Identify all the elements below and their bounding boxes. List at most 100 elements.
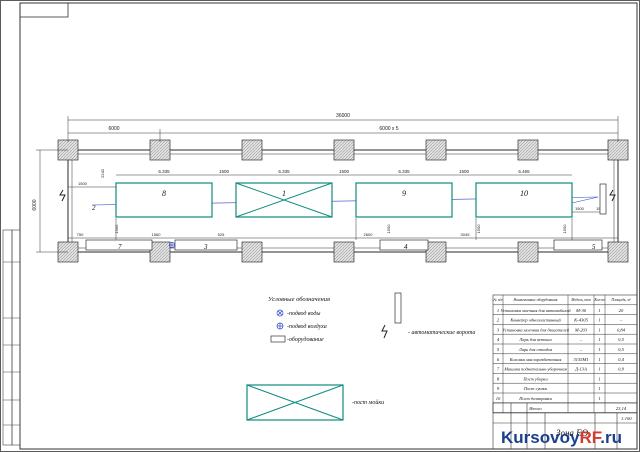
column-top-5 xyxy=(425,139,447,161)
table-cell-r11-c5: 23,14 xyxy=(616,406,627,412)
table-cell-r9-c4: 1 xyxy=(598,386,600,391)
table-header-1: № п/п xyxy=(493,298,503,302)
watermark: KursovoyRF.ru xyxy=(501,428,622,447)
bottom-dim-4: 2600 xyxy=(364,232,374,237)
table-cell-r4-c5: 0,5 xyxy=(618,337,624,343)
equipment-label-4: 4 xyxy=(404,243,408,251)
table-cell-r4-c4: 1 xyxy=(598,337,600,342)
auto-gate-left-icon xyxy=(59,189,66,202)
table-cell-r7-c1: 7 xyxy=(497,367,500,372)
bottom-dim-6: 1500 xyxy=(386,224,391,234)
dim-bay-first: 6000 xyxy=(108,126,119,132)
table-cell-r8-c1: 8 xyxy=(497,376,500,381)
equipment-label-5: 5 xyxy=(592,243,596,251)
table-cell-r7-c4: 1 xyxy=(598,367,600,372)
table-cell-r3-c3: М-203 xyxy=(574,327,588,332)
table-cell-r4-c2: Ларь для ветоши xyxy=(518,337,552,342)
table-cell-r6-c5: 0,4 xyxy=(618,357,624,363)
dim-bays-rest: 6000 x 5 xyxy=(379,126,398,132)
legend-item-air: -подвод воздуха xyxy=(287,323,327,330)
equipment-label-7: 7 xyxy=(118,243,122,251)
table-header-5: Площадь, м² xyxy=(610,298,631,303)
bottom-dim-8: 1500 xyxy=(476,224,481,234)
legend-title: Условные обозначения xyxy=(268,296,330,303)
table-cell-r10-c1: 10 xyxy=(496,396,501,401)
equipment-number-labels: 2 7 3 4 5 xyxy=(92,204,596,251)
structural-columns xyxy=(57,139,629,263)
post-9 xyxy=(355,182,453,218)
table-cell-r7-c5: 0,9 xyxy=(618,367,624,373)
post-gap-1: 1500 xyxy=(219,169,230,174)
column-bottom-4 xyxy=(333,241,355,263)
table-cell-r1-c1: 1 xyxy=(497,308,499,313)
post-length-2: 6.335 xyxy=(278,169,290,174)
table-header-3: Модель, тип xyxy=(570,298,590,303)
post-length-3: 6.335 xyxy=(398,169,410,174)
gate-right-bar xyxy=(599,183,607,215)
gate-legend-bar xyxy=(394,292,402,324)
table-cell-r9-c2: Пост сушки xyxy=(523,386,548,391)
table-cell-r5-c1: 5 xyxy=(497,347,500,352)
legend-wash-label: -пост мойки xyxy=(352,399,384,406)
table-cell-r8-c2: Пост уборки xyxy=(522,376,548,381)
table-cell-r3-c1: 3 xyxy=(497,327,500,332)
auto-gate-right-icon xyxy=(609,189,616,202)
table-cell-r6-c1: 6 xyxy=(497,357,500,362)
watermark-text: KursovoyRF.ru xyxy=(501,428,622,447)
equipment-legend-icon xyxy=(270,335,286,343)
column-bottom-3 xyxy=(241,241,263,263)
post-length-4: 6.465 xyxy=(518,169,530,174)
table-cell-r1-c3: М-36 xyxy=(575,308,587,313)
table-cell-r9-c1: 9 xyxy=(497,386,500,391)
post-label-8: 8 xyxy=(162,189,166,198)
post-gap-2: 1500 xyxy=(339,169,350,174)
column-bottom-7 xyxy=(607,241,629,263)
water-supply-icon xyxy=(276,309,284,317)
bottom-dim-5: 1505 xyxy=(114,224,119,234)
legend-gate-label: - автоматические ворота xyxy=(408,330,475,336)
post-label-9: 9 xyxy=(402,189,406,198)
table-cell-r6-c2: Колонка маслораздаточная xyxy=(509,357,562,362)
legend-item-equipment: -оборудование xyxy=(287,336,324,343)
table-header-4: Кол-во xyxy=(593,298,604,302)
post-10 xyxy=(475,182,573,218)
side-mark-b: 2240 xyxy=(100,168,105,178)
side-mark-a: 1500 xyxy=(78,181,88,186)
post-8 xyxy=(115,182,213,218)
table-cell-r7-c2: Машина подметально-уборочная xyxy=(503,367,566,372)
dim-width: 6000 xyxy=(32,199,38,210)
table-cell-r2-c3: К-4305 xyxy=(573,318,588,323)
table-cell-r10-c2: Пост дозаправки xyxy=(518,396,552,401)
column-top-7 xyxy=(607,139,629,161)
gate-symbols xyxy=(59,189,616,202)
table-cell-r3-c2: Установка моечная для двигателей xyxy=(502,327,570,332)
column-bottom-6 xyxy=(517,241,539,263)
table-cell-r4-c3: – xyxy=(579,337,583,342)
table-cell-r10-c4: 1 xyxy=(598,396,600,401)
column-bottom-5 xyxy=(425,241,447,263)
table-cell-r3-c5: 0,84 xyxy=(617,327,626,333)
table-cell-r2-c2: Конвейер однопластинный xyxy=(509,318,561,323)
side-mark-c: 1500 xyxy=(575,206,585,211)
equipment-spec-table: № п/п Наименование оборудования Модель, ти… xyxy=(493,294,638,413)
bottom-dim-3: 525 xyxy=(218,232,225,237)
legend-item-water: -подвод воды xyxy=(287,310,320,317)
bottom-dim-1: 750 xyxy=(77,232,84,237)
table-cell-r2-c5: – xyxy=(619,318,623,323)
dim-overall: 36000 xyxy=(336,113,350,119)
table-cell-r11-c2: Итого xyxy=(528,406,542,411)
table-cell-r1-c2: Установка моечная для автомобилей xyxy=(500,308,571,313)
post-gap-3: 1500 xyxy=(459,169,470,174)
table-cell-r4-c1: 4 xyxy=(497,337,500,342)
table-header-2: Наименование оборудования xyxy=(513,298,558,302)
column-top-2 xyxy=(149,139,171,161)
column-bottom-2 xyxy=(149,241,171,263)
title-block-scale: 1:100 xyxy=(621,416,632,421)
table-cell-r2-c4: 1 xyxy=(598,318,600,323)
column-top-6 xyxy=(517,139,539,161)
